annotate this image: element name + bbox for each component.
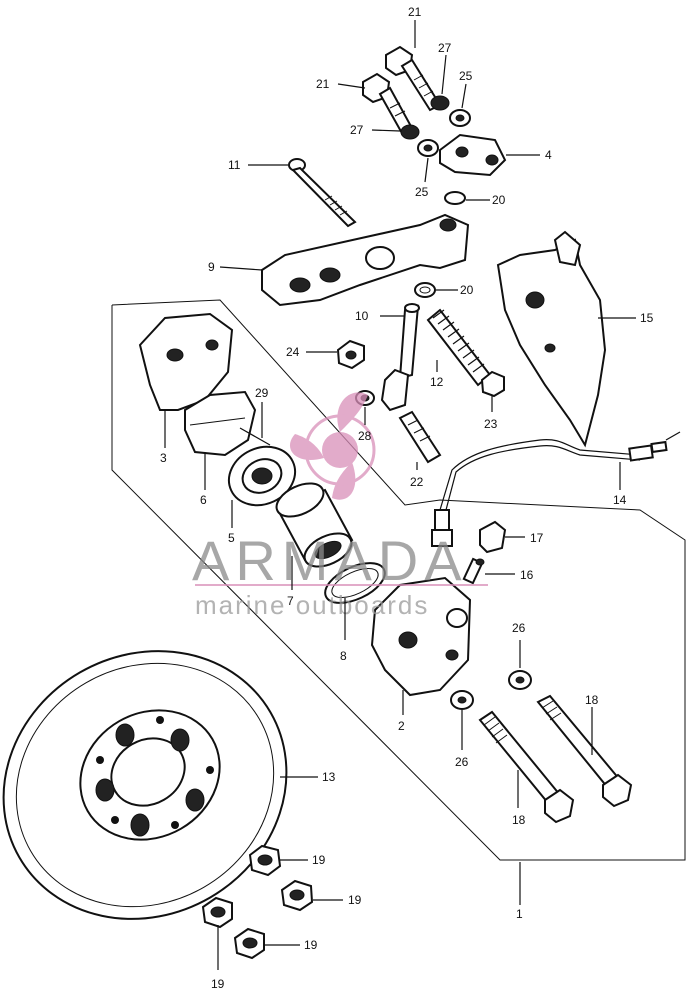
label-6: 6 [200,493,207,507]
label-1: 1 [516,907,523,921]
bleed-valve [462,557,485,585]
label-2: 2 [398,719,405,733]
label-19: 19 [304,938,318,952]
bolt-21b [362,72,415,137]
bolt-22 [398,410,442,464]
bolt-11 [288,158,357,228]
washer-25a [449,109,471,127]
watermark-title: ARMADA [192,529,468,592]
label-5: 5 [228,531,235,545]
piston [275,482,354,568]
label-24: 24 [286,345,300,359]
label-25: 25 [415,185,429,199]
label-3: 3 [160,451,167,465]
label-8: 8 [340,649,347,663]
nut-19d [233,927,265,960]
label-15: 15 [640,311,654,325]
spring [426,308,492,387]
label-12: 12 [430,375,444,389]
bleed-cap [479,520,507,554]
label-4: 4 [545,148,552,162]
label-7: 7 [287,594,294,608]
label-26: 26 [455,755,469,769]
label-27: 27 [438,41,452,55]
nut-19a [248,844,282,877]
nut-19c [201,896,233,929]
label-16: 16 [520,568,534,582]
clamp [439,133,507,177]
caliper-seal [227,445,297,507]
label-29: 29 [255,386,269,400]
label-9: 9 [208,260,215,274]
nut-23 [480,370,505,398]
label-19: 19 [348,893,362,907]
label-13: 13 [322,770,336,784]
assembly-outline [111,299,686,861]
piston-seal [324,562,386,604]
label-10: 10 [355,309,369,323]
label-27: 27 [350,123,364,137]
pad-pin [239,427,271,446]
splash-guard [496,230,607,448]
bolt-18b [536,694,633,808]
label-19: 19 [211,977,225,991]
washer-27b [400,124,420,140]
watermark: ARMADA marine outboards [192,392,488,620]
label-26: 26 [512,621,526,635]
bolt-21a [385,45,442,112]
label-21: 21 [316,77,330,91]
label-18: 18 [512,813,526,827]
washer-20a [444,191,466,205]
label-19: 19 [312,853,326,867]
pivot-pin [380,303,420,412]
washer-20b [414,282,436,298]
watermark-subtitle: marine outboards [195,590,429,620]
bolt-18a [478,710,575,824]
label-28: 28 [358,429,372,443]
washer-26a [508,670,532,690]
label-21: 21 [408,5,422,19]
label-23: 23 [484,417,498,431]
leader-lines [164,20,636,970]
caliper-body [370,576,472,697]
label-17: 17 [530,531,544,545]
brake-pad [184,390,257,457]
washer-27a [430,95,450,111]
nut-24 [336,339,365,370]
label-20: 20 [460,283,474,297]
caliper-holder [261,213,470,307]
label-25: 25 [459,69,473,83]
brake-disc [2,650,288,920]
label-14: 14 [613,493,627,507]
label-11: 11 [228,158,241,172]
watermark-propeller-logo [289,392,376,500]
washer-26b [450,690,474,710]
label-20: 20 [492,193,506,207]
caliper-bracket [138,312,234,411]
part-labels: 21 21 27 25 27 4 25 20 11 9 20 10 15 24 … [160,5,654,991]
brake-hose [431,431,681,547]
label-22: 22 [410,475,424,489]
nut-19b [280,879,314,912]
washer-25b [417,139,439,157]
label-18: 18 [585,693,599,707]
